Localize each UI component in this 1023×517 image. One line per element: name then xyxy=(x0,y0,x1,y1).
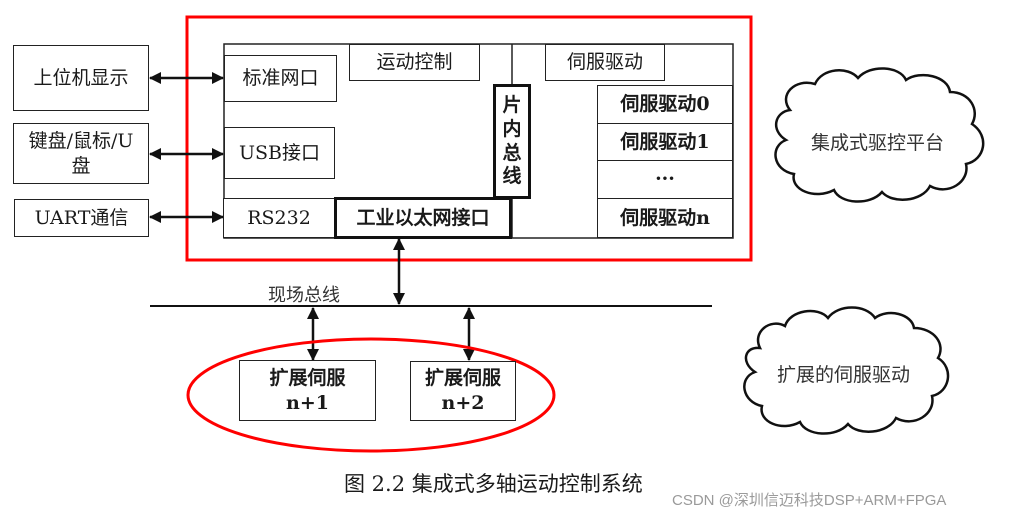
rs232-box: RS232 xyxy=(223,198,335,238)
usb-interface-box: USB接口 xyxy=(224,127,335,179)
fieldbus-label: 现场总线 xyxy=(268,285,340,306)
uart-box: UART通信 xyxy=(14,199,149,237)
platform-highlight-frame xyxy=(185,15,753,262)
onchip-bus-char: 总 xyxy=(502,141,522,164)
cloud-platform-shape xyxy=(774,67,985,203)
servo-drive-item: 伺服驱动0 xyxy=(597,85,733,124)
servo-drive-label: 伺服驱动n xyxy=(620,206,710,229)
keyboard-mouse-box: 键盘/鼠标/U盘 xyxy=(13,123,149,184)
extended-servo-title: 扩展伺服 xyxy=(269,366,346,389)
extended-servo-index: n+1 xyxy=(286,391,329,414)
figure-caption: 图 2.2 集成式多轴运动控制系统 xyxy=(344,472,643,496)
usb-interface-label: USB接口 xyxy=(239,141,320,164)
host-display-label: 上位机显示 xyxy=(33,66,129,89)
motion-control-label: 运动控制 xyxy=(376,51,453,74)
servo-drive-item: 伺服驱动1 xyxy=(597,123,733,161)
servo-drive-label: 伺服驱动1 xyxy=(620,130,710,153)
servo-drive-item: ··· xyxy=(597,160,733,199)
servo-drive-item: 伺服驱动n xyxy=(597,198,733,238)
servo-drive-label: 伺服驱动0 xyxy=(620,93,710,116)
standard-ethernet-port-box: 标准网口 xyxy=(224,55,337,102)
extended-servo-box: 扩展伺服 n+2 xyxy=(410,361,516,421)
motion-control-box: 运动控制 xyxy=(349,44,480,81)
watermark: CSDN @深圳信迈科技DSP+ARM+FPGA xyxy=(672,492,947,509)
onchip-bus-char: 线 xyxy=(502,165,522,188)
extended-servo-index: n+2 xyxy=(441,392,485,414)
cloud-extended-label: 扩展的伺服驱动 xyxy=(777,364,911,386)
onchip-bus-char: 内 xyxy=(502,117,522,140)
onchip-bus-box: 片 内 总 线 xyxy=(493,84,531,199)
servo-drive-ellipsis: ··· xyxy=(655,168,675,191)
servo-drive-header-label: 伺服驱动 xyxy=(566,51,643,74)
cloud-extended-shape xyxy=(743,306,950,435)
servo-drive-header-box: 伺服驱动 xyxy=(545,44,665,81)
keyboard-mouse-label: 键盘/鼠标/U盘 xyxy=(28,129,134,177)
standard-ethernet-port-label: 标准网口 xyxy=(242,67,319,90)
rs232-label: RS232 xyxy=(247,206,311,229)
industrial-ethernet-interface-box: 工业以太网接口 xyxy=(334,197,512,239)
extended-servo-highlight xyxy=(186,337,556,453)
uart-label: UART通信 xyxy=(34,206,129,229)
extended-servo-box: 扩展伺服 n+1 xyxy=(239,360,376,421)
cloud-platform-label: 集成式驱控平台 xyxy=(811,132,945,154)
industrial-ethernet-interface-label: 工业以太网接口 xyxy=(356,206,490,229)
extended-servo-title: 扩展伺服 xyxy=(424,367,501,390)
onchip-bus-char: 片 xyxy=(502,94,522,116)
host-display-box: 上位机显示 xyxy=(13,45,149,111)
